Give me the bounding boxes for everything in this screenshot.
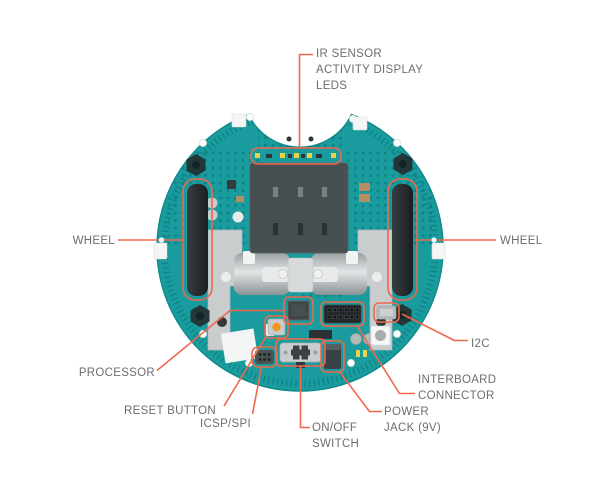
power-jack — [324, 344, 341, 369]
motors — [234, 251, 367, 295]
interboard-connector — [323, 304, 362, 324]
leader-reset — [223, 335, 268, 407]
leader-icsp — [251, 366, 263, 415]
reset-button — [267, 318, 286, 336]
label-onoff-switch: ON/OFF SWITCH — [312, 422, 360, 450]
leader-processor — [156, 309, 284, 372]
wheels — [187, 184, 413, 296]
icsp-header — [255, 350, 274, 364]
leader-onoff — [299, 366, 310, 429]
leader-interboard — [356, 325, 415, 395]
wheel-right — [392, 184, 413, 296]
ir-activity-leds — [255, 153, 336, 158]
label-processor: PROCESSOR — [78, 367, 155, 379]
label-i2c: I2C — [471, 338, 490, 350]
label-wheel-left: WHEEL — [72, 235, 115, 247]
label-wheel-right: WHEEL — [500, 235, 543, 247]
label-ir-sensor-leds: IR SENSOR ACTIVITY DISPLAY LEDS — [316, 48, 424, 92]
center-module — [249, 162, 349, 254]
leader-ir — [298, 53, 313, 147]
label-reset-button: RESET BUTTON — [124, 405, 216, 417]
leader-i2c — [401, 313, 468, 342]
leader-dot-wheel-left — [158, 237, 165, 243]
label-interboard-connector: INTERBOARD CONNECTOR — [418, 374, 497, 402]
processor-chip — [287, 300, 310, 321]
wheel-left — [187, 184, 208, 296]
hex-standoffs — [186, 153, 413, 327]
callout-lines — [118, 53, 496, 429]
i2c-connector — [376, 305, 397, 320]
leader-power — [338, 370, 382, 413]
label-icsp-spi: ICSP/SPI — [200, 418, 251, 430]
leader-dot-wheel-right — [431, 237, 437, 243]
label-power-jack: POWER JACK (9V) — [384, 406, 442, 434]
